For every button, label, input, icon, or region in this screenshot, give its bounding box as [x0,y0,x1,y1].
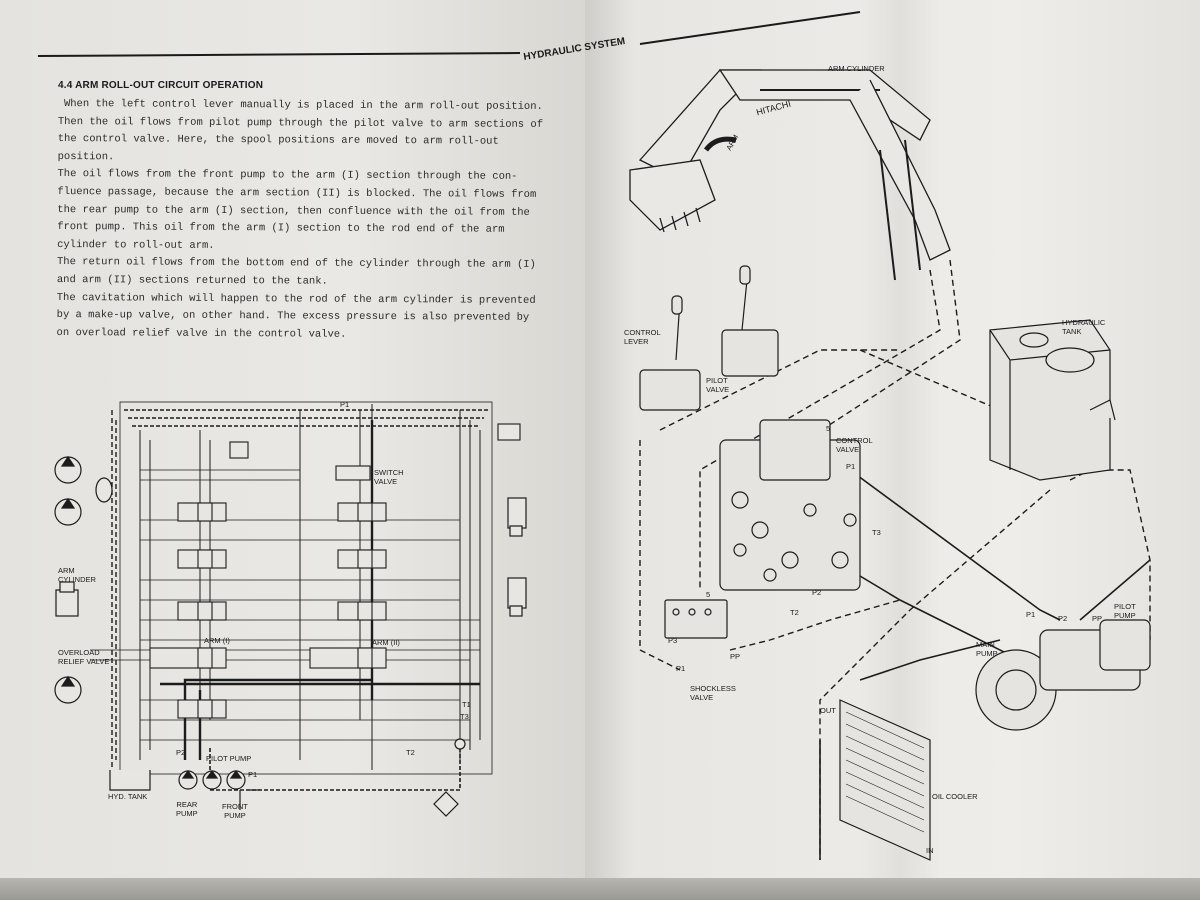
label-hydraulic-tank: HYDRAULIC TANK [1062,318,1106,336]
label-hyd-tank: HYD. TANK [108,792,148,801]
label-p2: P2 [176,748,186,757]
label-t1: T1 [462,700,471,709]
label-oil-cooler: OIL COOLER [932,792,978,801]
body-line: and arm (II) sections returned to the ta… [56,273,328,288]
header-rule [37,11,861,57]
section-heading: 4.4 ARM ROLL-OUT CIRCUIT OPERATION [58,80,264,91]
label-arm-cylinder-schematic: ARM CYLINDER [58,566,96,584]
binding-edge [0,878,1200,900]
pictorial-diagram [629,69,1151,861]
label-t3-control-valve: T3 [872,528,881,537]
label-overload-relief-valve: OVERLOAD RELIEF VALVE [58,648,110,666]
label-p2-control-valve: P2 [812,588,822,597]
label-p1-pump: P1 [1026,610,1036,619]
body-line: the control valve. Here, the spool posit… [57,133,499,148]
label-pp-shockless: PP [730,652,741,661]
label-main-pump: MAIN PUMP [976,640,998,658]
header-title-svg: HYDRAULIC SYSTEM [523,36,626,63]
body-line: fluence passage, because the arm section… [57,185,537,201]
label-out: OUT [820,706,836,715]
label-rear-pump: REAR PUMP [176,800,198,818]
label-in: IN [926,846,934,855]
label-t2-control-valve: T2 [790,608,799,617]
label-arm-cylinder-pictorial: ARM CYLINDER [828,64,885,73]
label-arm-1: ARM (I) [204,636,230,645]
left-page [0,0,585,900]
label-p1-bottom: P1 [248,770,258,779]
label-control-valve: CONTROL VALVE [836,436,873,454]
label-p2-pump: P2 [1058,614,1068,623]
label-pilot-pump-pictorial: PILOT PUMP [1114,602,1136,620]
label-t3: T3 [460,712,469,721]
label-5-top: 5 [826,424,831,433]
label-shockless-valve: SHOCKLESS VALVE [690,684,736,702]
label-switch-valve: SWITCH VALVE [374,468,404,486]
label-pilot-pump: PILOT PUMP [206,754,252,763]
label-arm-2: ARM (II) [372,638,400,647]
label-t2: T2 [406,748,415,757]
hydraulic-schematic [54,401,527,817]
label-pilot-valve: PILOT VALVE [706,376,730,394]
label-front-pump: FRONT PUMP [222,802,248,820]
label-p1-control-valve: P1 [846,462,856,471]
label-p1-shockless: P1 [676,664,686,673]
label-pp-pump: PP [1092,614,1103,623]
label-5-bottom: 5 [706,590,711,599]
body-line: on overload relief valve in the control … [56,326,347,341]
label-control-lever: CONTROL LEVER [624,328,661,346]
label-p1-top: P1 [340,400,350,409]
section-body: When the left control lever manually is … [56,96,544,345]
label-p3: P3 [668,636,678,645]
